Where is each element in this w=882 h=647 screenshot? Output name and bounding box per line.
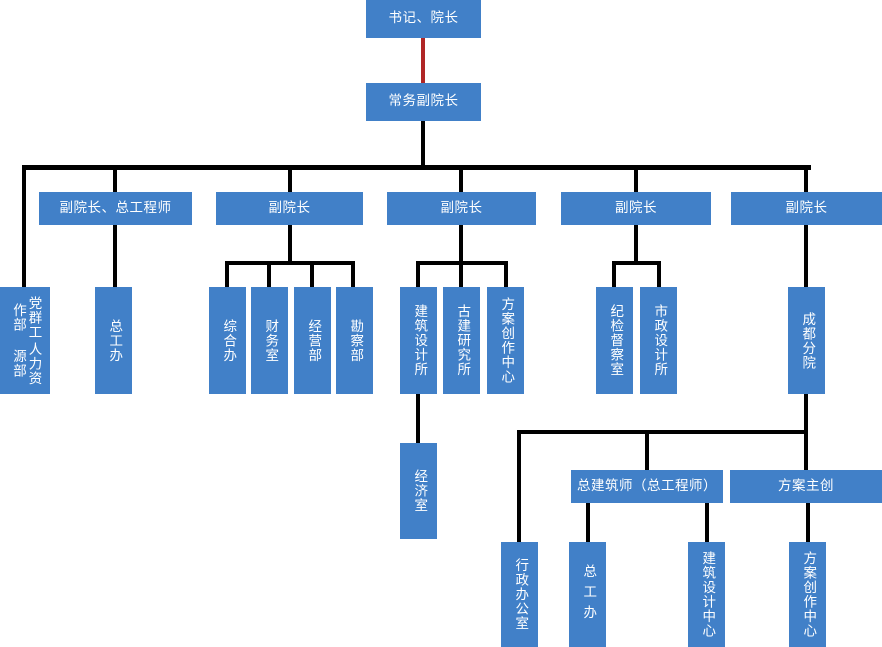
- node-label: 总建筑师（总工程师）: [577, 477, 717, 494]
- node-administrative-office[interactable]: 行政办公室: [501, 542, 538, 647]
- connector-to-finance-office: [267, 261, 271, 287]
- connector-to-municipal-design-institute: [657, 261, 661, 287]
- connector-bus-to-vice-dean-4: [634, 165, 638, 192]
- node-vice-dean-5[interactable]: 副院长: [731, 192, 882, 225]
- node-label: 副院长: [268, 199, 311, 216]
- node-architecture-design-institute[interactable]: 建筑设计所: [400, 287, 437, 394]
- node-label: 行政办公室: [512, 558, 529, 631]
- node-scheme-creation-center-chengdu[interactable]: 方案创作中心: [789, 542, 826, 647]
- connector-chengdu-to-chief-architect: [645, 430, 649, 470]
- node-label: 纪检督察室: [607, 304, 624, 377]
- node-label: 副院长: [615, 199, 657, 216]
- connector-to-ancient-architecture-institute: [459, 261, 463, 287]
- node-label: 书记、院长: [388, 10, 459, 27]
- node-architecture-design-center[interactable]: 建筑设计中心: [688, 542, 725, 647]
- node-municipal-design-institute[interactable]: 市政设计所: [640, 287, 677, 394]
- connector-to-economics-office: [416, 394, 420, 443]
- connector-chengdu-drop: [804, 394, 808, 434]
- node-label: 常务副院长: [388, 93, 459, 110]
- node-vice-dean-3[interactable]: 副院长: [387, 192, 536, 225]
- node-discipline-inspection-office[interactable]: 纪检督察室: [596, 287, 633, 394]
- node-economics-office[interactable]: 经济室: [400, 443, 437, 539]
- connector-chengdu-to-admin-office: [517, 430, 521, 542]
- node-label: 副院长: [440, 199, 483, 216]
- connector-chengdu-bus: [517, 430, 808, 434]
- node-secretary-dean[interactable]: 书记、院长: [366, 0, 481, 38]
- node-finance-office[interactable]: 财务室: [251, 287, 288, 394]
- node-operations-dept[interactable]: 经营部: [294, 287, 331, 394]
- connector-to-survey-dept: [351, 261, 355, 287]
- node-vice-dean-2[interactable]: 副院长: [216, 192, 363, 225]
- connector-main-bus: [22, 165, 811, 170]
- node-label: 勘察部: [347, 318, 364, 363]
- connector-vice-dean-1-drop: [113, 225, 117, 287]
- connector-bus-to-vice-dean-1: [113, 165, 117, 192]
- node-label: 综合办: [220, 318, 237, 363]
- node-scheme-lead[interactable]: 方案主创: [730, 470, 882, 503]
- node-executive-vice-dean[interactable]: 常务副院长: [366, 83, 481, 121]
- node-chief-engineer-office[interactable]: 总工办: [95, 287, 132, 394]
- connector-to-scheme-creation-center: [504, 261, 508, 287]
- node-label: 方案创作中心: [800, 551, 817, 638]
- node-label: 成都分院: [799, 311, 816, 370]
- connector-vice-dean-4-drop: [634, 225, 638, 265]
- node-label: 方案主创: [778, 477, 834, 494]
- node-label-party-work-dept: 党群工作部: [10, 296, 42, 340]
- node-label: 古建研究所: [454, 304, 471, 377]
- connector-vice-dean-3-drop: [459, 225, 463, 265]
- node-vice-dean-4[interactable]: 副院长: [561, 192, 711, 225]
- node-chief-architect[interactable]: 总建筑师（总工程师）: [571, 470, 723, 503]
- node-label: 副院长、总工程师: [59, 199, 172, 216]
- node-label: 副院长: [785, 199, 828, 216]
- node-label: 市政设计所: [651, 304, 668, 377]
- node-label: 财务室: [262, 318, 279, 363]
- connector-chengdu-to-scheme-lead: [804, 430, 808, 470]
- connector-bus-to-vice-dean-2: [288, 165, 292, 192]
- node-ancient-architecture-institute[interactable]: 古建研究所: [443, 287, 480, 394]
- connector-vice-dean-5-drop: [804, 225, 808, 287]
- connector-secretary-to-executive: [421, 38, 425, 83]
- connector-chief-architect-to-ceo-office: [586, 503, 590, 542]
- connector-chief-architect-to-design-center: [705, 503, 709, 542]
- node-hr-and-party-dept[interactable]: 党群工作部 人力资源部: [0, 287, 50, 394]
- connector-executive-drop: [421, 121, 425, 168]
- connector-to-operations-dept: [310, 261, 314, 287]
- node-label: 建筑设计所: [411, 304, 428, 377]
- connector-bus-to-vice-dean-5: [804, 165, 808, 192]
- node-label-hr-dept: 人力资源部: [10, 341, 42, 386]
- node-chengdu-branch[interactable]: 成都分院: [788, 287, 825, 394]
- node-label: 经营部: [305, 318, 322, 363]
- connector-vice-dean-2-bus: [225, 261, 355, 265]
- node-chief-engineer-office-chengdu[interactable]: 总工办: [569, 542, 606, 647]
- node-label: 总工办: [106, 318, 123, 363]
- node-scheme-creation-center[interactable]: 方案创作中心: [487, 287, 524, 394]
- node-label: 方案创作中心: [498, 297, 515, 384]
- connector-to-discipline-inspection-office: [612, 261, 616, 287]
- connector-bus-to-vice-dean-3: [459, 165, 463, 192]
- node-survey-dept[interactable]: 勘察部: [336, 287, 373, 394]
- node-label: 建筑设计中心: [699, 551, 716, 638]
- node-vice-dean-chief-engineer[interactable]: 副院长、总工程师: [39, 192, 192, 225]
- node-label: 经济室: [411, 469, 428, 513]
- connector-to-general-office: [225, 261, 229, 287]
- connector-scheme-lead-to-creation-center: [806, 503, 810, 542]
- connector-to-architecture-design-institute: [416, 261, 420, 287]
- connector-vice-dean-4-bus: [612, 261, 661, 265]
- node-label: 总工办: [580, 563, 597, 626]
- node-general-office[interactable]: 综合办: [209, 287, 246, 394]
- connector-bus-to-hr-dept: [22, 165, 26, 287]
- connector-vice-dean-2-drop: [288, 225, 292, 265]
